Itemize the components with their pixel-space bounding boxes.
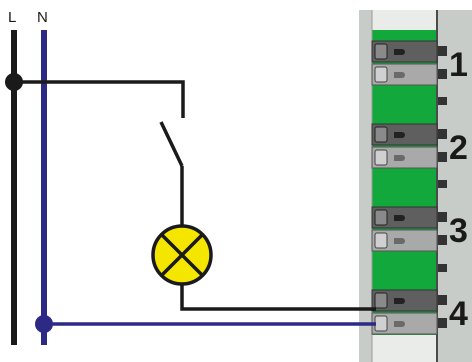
screw-slot [374, 149, 388, 166]
screw-slot [374, 232, 388, 249]
clamp-screw-icon [394, 132, 405, 138]
terminal-number-2: 2 [449, 129, 468, 167]
terminal-4: 4 [371, 289, 468, 335]
clamp-screw-icon [394, 155, 405, 161]
neutral-junction-dot [35, 315, 53, 333]
live-junction-dot [5, 73, 23, 91]
terminal-2: 2 [371, 123, 468, 169]
terminal-pin [438, 129, 447, 139]
terminal-pin [438, 264, 447, 272]
clamp-screw-icon [394, 72, 405, 78]
terminal-pin [438, 235, 447, 245]
terminal-pin [438, 180, 447, 188]
terminal-number-4: 4 [449, 295, 468, 333]
live-wire-label: L [8, 9, 16, 26]
screw-slot [374, 209, 388, 226]
switch-lever [159, 121, 184, 167]
terminal-pin [438, 46, 447, 56]
terminal-pin [438, 97, 447, 105]
clamp-screw-icon [394, 321, 405, 327]
terminal-pin [438, 295, 447, 305]
terminal-pin [438, 152, 447, 162]
clamp-screw-icon [394, 49, 405, 55]
terminal-pin [438, 69, 447, 79]
live-branch-wire [14, 80, 185, 118]
screw-slot [374, 292, 388, 309]
terminal-pin [438, 212, 447, 222]
clamp-screw-icon [394, 298, 405, 304]
terminal-3: 3 [371, 206, 468, 252]
terminal-number-3: 3 [449, 212, 468, 250]
terminal-number-1: 1 [449, 46, 468, 84]
screw-slot [374, 315, 388, 332]
screw-slot [374, 43, 388, 60]
clamp-screw-icon [394, 215, 405, 221]
terminal-pin [438, 318, 447, 328]
screw-slot [374, 66, 388, 83]
terminal-1: 1 [371, 40, 468, 86]
neutral-wire-label: N [37, 9, 48, 26]
lamp-to-terminal-4-wire [180, 284, 376, 311]
clamp-screw-icon [394, 238, 405, 244]
lamp-icon [151, 224, 213, 286]
screw-slot [374, 126, 388, 143]
